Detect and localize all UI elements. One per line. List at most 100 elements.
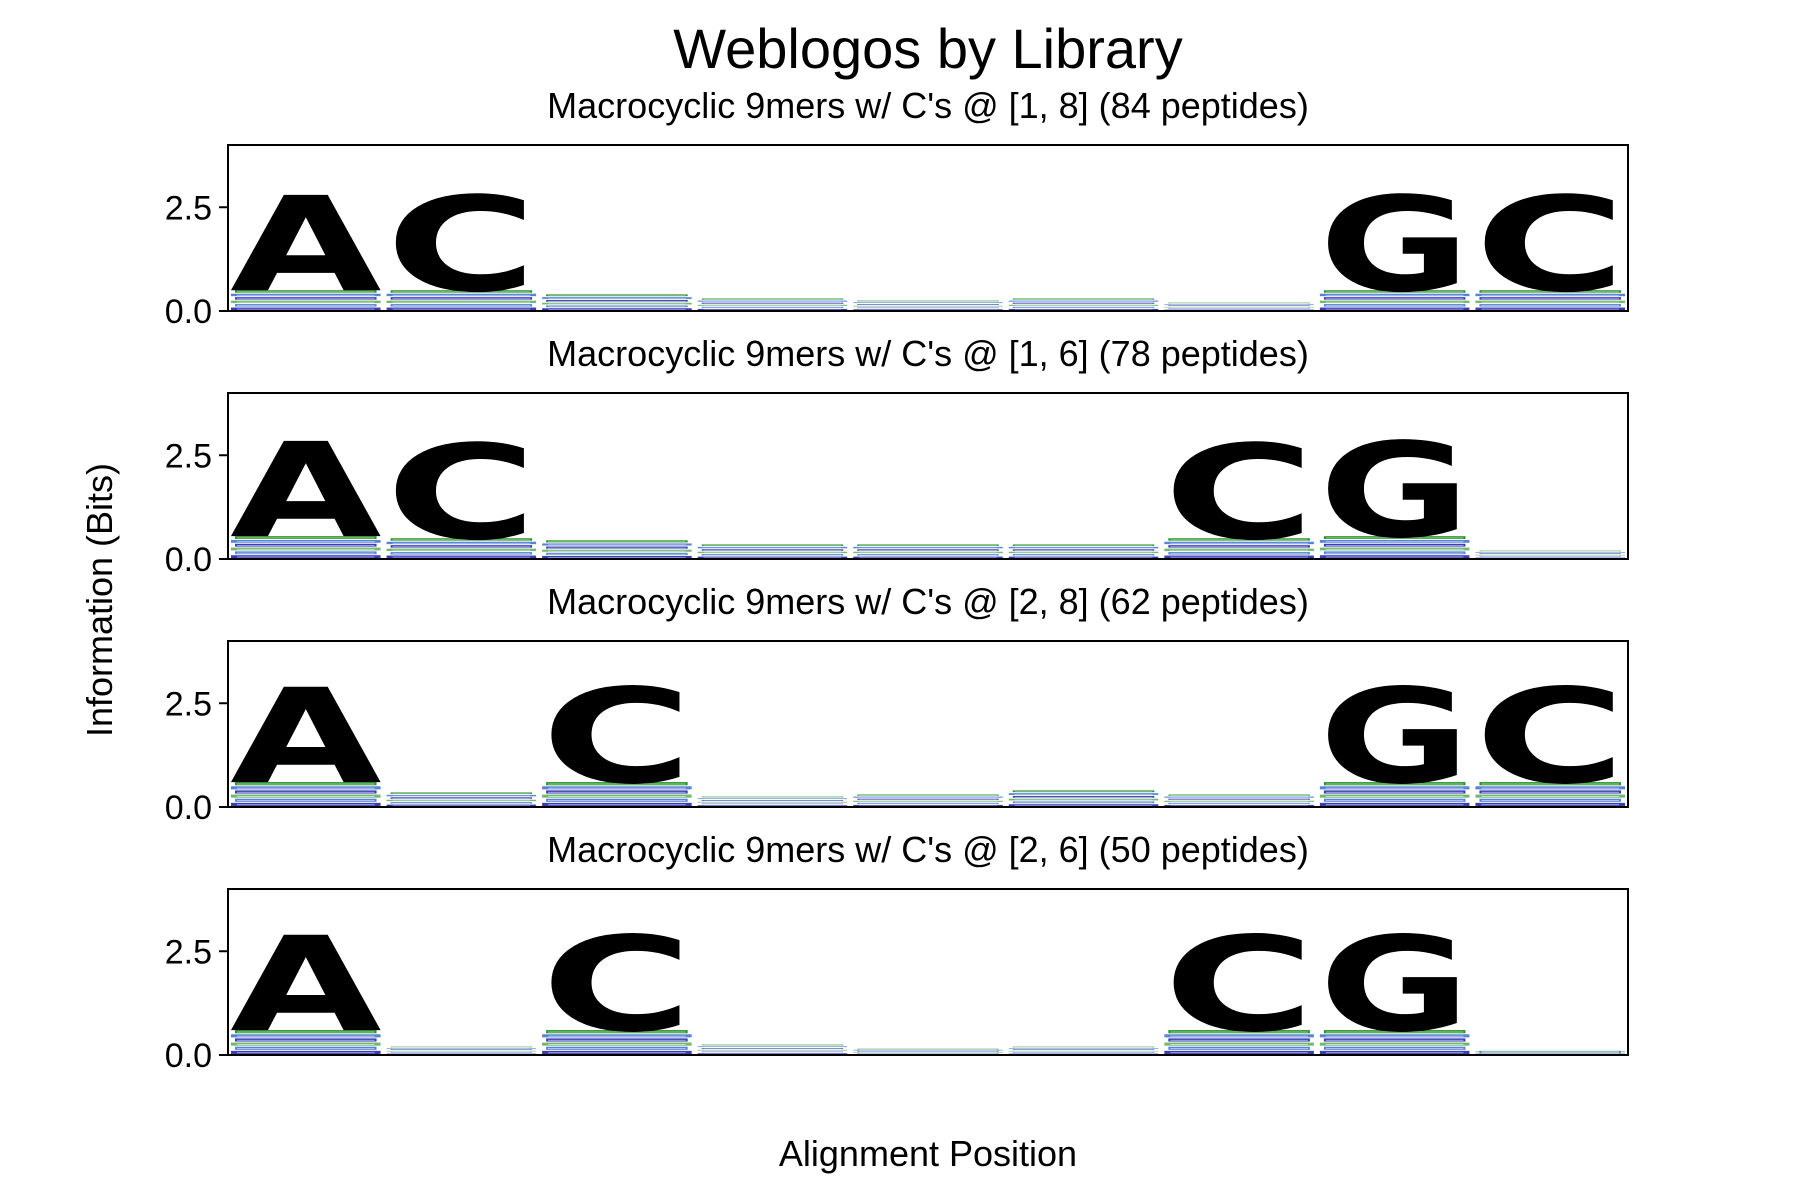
noise-gap: [1170, 303, 1308, 304]
noise-band: [697, 300, 848, 302]
noise-gap: [1014, 791, 1153, 792]
noise-gap: [1481, 796, 1619, 797]
noise-stack: [697, 1044, 848, 1055]
noise-gap: [859, 301, 997, 302]
noise-band: [853, 302, 1003, 304]
noise-stack: [853, 300, 1003, 311]
noise-band: [1008, 1050, 1159, 1052]
noise-band: [386, 804, 537, 806]
logo-letter: G: [1319, 909, 1471, 1061]
noise-band: [697, 546, 848, 549]
noise-gap: [859, 308, 997, 309]
noise-gap: [703, 555, 842, 556]
noise-gap: [1325, 1031, 1464, 1033]
noise-gap: [1325, 1035, 1464, 1037]
noise-gap: [859, 545, 997, 546]
noise-gap: [1481, 308, 1619, 310]
noise-gap: [392, 798, 531, 799]
noise-gap: [548, 796, 686, 797]
noise-gap: [1481, 555, 1619, 556]
noise-stack: [1319, 290, 1470, 310]
noise-band: [701, 306, 844, 308]
panel-title: Macrocyclic 9mers w/ C's @ [1, 8] (84 pe…: [547, 85, 1309, 126]
noise-gap: [703, 1050, 842, 1051]
noise-gap: [1014, 555, 1153, 556]
noise-band: [857, 300, 999, 302]
noise-gap: [1481, 791, 1619, 793]
noise-band: [1475, 554, 1625, 556]
logo-letter: C: [541, 909, 693, 1061]
noise-band: [857, 1052, 999, 1054]
x-axis-label: Alignment Position: [779, 1133, 1077, 1174]
noise-band: [1475, 557, 1625, 559]
logo-letter: C: [1163, 417, 1315, 569]
noise-gap: [1481, 291, 1619, 293]
noise-stack: [1475, 290, 1625, 310]
noise-gap: [703, 802, 842, 803]
noise-gap: [703, 305, 842, 307]
logo-panels: Macrocyclic 9mers w/ C's @ [1, 8] (84 pe…: [165, 85, 1629, 1075]
noise-gap: [1170, 307, 1308, 308]
noise-gap: [1014, 1051, 1153, 1052]
noise-band: [546, 305, 688, 308]
noise-gap: [392, 291, 531, 293]
noise-gap: [1481, 301, 1619, 303]
noise-band: [386, 799, 537, 802]
noise-gap: [548, 800, 686, 802]
noise-band: [546, 294, 688, 297]
noise-band: [701, 800, 844, 801]
logo-letter: C: [386, 417, 538, 569]
noise-band: [1012, 302, 1155, 304]
noise-band: [853, 804, 1003, 806]
noise-band: [546, 546, 688, 549]
noise-gap: [859, 1049, 997, 1050]
noise-band: [701, 549, 844, 551]
noise-gap: [548, 1044, 686, 1045]
y-tick-label: 2.5: [165, 437, 212, 475]
noise-band: [1012, 1049, 1155, 1051]
noise-gap: [1170, 805, 1308, 807]
noise-band: [697, 801, 848, 803]
noise-band: [701, 298, 844, 300]
noise-gap: [1170, 799, 1308, 800]
logo-panel: Macrocyclic 9mers w/ C's @ [2, 8] (62 pe…: [165, 581, 1629, 827]
noise-band: [386, 1050, 537, 1052]
noise-band: [1164, 796, 1314, 798]
noise-band: [1012, 298, 1155, 300]
noise-gap: [548, 791, 686, 793]
noise-gap: [1325, 556, 1464, 558]
noise-gap: [1325, 545, 1464, 546]
noise-gap: [548, 303, 686, 305]
noise-band: [1012, 801, 1155, 804]
noise-gap: [859, 805, 997, 807]
noise-gap: [392, 542, 531, 544]
noise-band: [1012, 795, 1155, 798]
noise-gap: [1325, 294, 1464, 296]
noise-gap: [859, 547, 997, 549]
noise-band: [1164, 804, 1314, 806]
noise-gap: [237, 537, 375, 539]
noise-band: [857, 554, 999, 556]
noise-band: [701, 796, 844, 798]
noise-band: [697, 304, 848, 306]
noise-gap: [392, 1051, 531, 1052]
noise-gap: [1014, 305, 1153, 307]
noise-gap: [1325, 791, 1464, 793]
noise-gap: [548, 1048, 686, 1050]
noise-gap: [1170, 553, 1308, 555]
noise-stack: [386, 1046, 537, 1055]
logo-letter: A: [230, 909, 382, 1061]
noise-gap: [392, 795, 531, 797]
noise-gap: [392, 294, 531, 296]
y-tick-label: 2.5: [165, 189, 212, 227]
noise-gap: [548, 547, 686, 549]
noise-gap: [859, 1052, 997, 1053]
noise-gap: [859, 555, 997, 556]
noise-gap: [548, 1052, 686, 1054]
noise-gap: [1170, 1039, 1308, 1041]
noise-band: [857, 798, 999, 800]
noise-band: [1168, 798, 1310, 800]
